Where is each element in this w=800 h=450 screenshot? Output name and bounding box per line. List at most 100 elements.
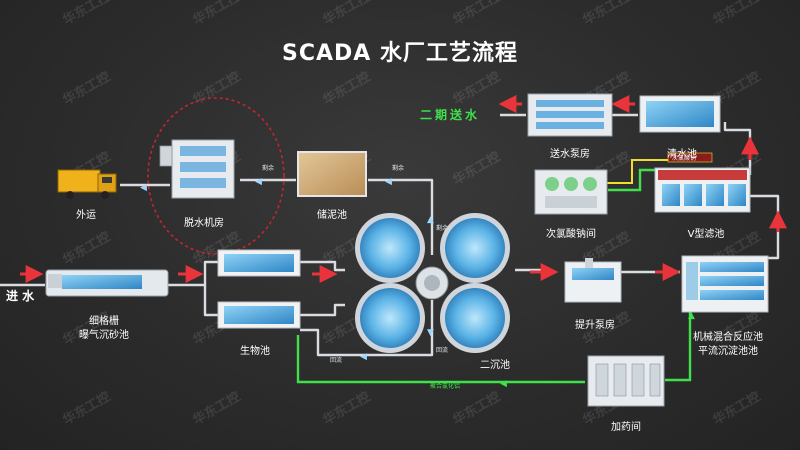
watermark-text: 华东工控 — [60, 389, 113, 429]
dewater-belt-2 — [180, 162, 226, 172]
label-screen-line2: 曝气沉砂池 — [79, 328, 129, 341]
pump-header-2 — [536, 111, 604, 118]
screen-inlet-box — [48, 274, 62, 288]
unit-clear-water[interactable]: 清水池 — [639, 95, 721, 160]
watermark-text: 华东工控 — [60, 309, 113, 349]
distribution-well-core — [424, 275, 440, 291]
watermark-text: 华东工控 — [60, 229, 113, 269]
unit-secondary-clarifier[interactable]: 二沉池 — [355, 213, 510, 371]
watermark-text: 华东工控 — [450, 389, 503, 429]
unit-mixing-sedimentation[interactable]: 机械混合反应池 平流沉淀池池 — [681, 255, 769, 357]
bio-tank-bottom-water — [224, 306, 294, 324]
dosing-tank-2 — [613, 363, 627, 397]
label-screen-line1: 细格栅 — [89, 314, 119, 327]
v-filter-gallery — [658, 170, 747, 180]
label-lift-pump: 提升泵房 — [575, 318, 615, 331]
v-filter-cell-3 — [706, 184, 724, 206]
bio-tank-top-water — [224, 254, 294, 272]
unit-dewatering[interactable]: 脱水机房 — [159, 139, 235, 229]
pipe-direction-markers: ◀ ◀ ◀ ▲ ◀ ▼ ▲ ◀ — [140, 177, 695, 389]
unit-lift-pump[interactable]: 提升泵房 — [564, 258, 622, 331]
clarifier-3 — [360, 288, 420, 348]
clarifier-1 — [360, 218, 420, 278]
dewater-belt-1 — [180, 146, 226, 156]
unit-v-filter[interactable]: V型滤池 — [654, 167, 751, 240]
pipe-clarifier-sludge — [368, 178, 434, 255]
hypochlorite-tag-bg — [667, 152, 713, 163]
marker-7: ▲ — [688, 311, 695, 321]
unit-pump-house[interactable]: 送水泵房 — [527, 93, 613, 160]
flow-arrows — [20, 95, 787, 283]
label-mixing-line1: 机械混合反应池 — [693, 330, 763, 343]
sludge-tank-basin — [297, 151, 367, 197]
pipe-return-sludge — [300, 300, 434, 357]
label-outlet: 二期送水 — [420, 107, 480, 122]
unit-sludge-tank[interactable]: 储泥池 — [297, 151, 367, 221]
unit-hypochlorite-room[interactable]: 次氯酸钠间 — [534, 169, 608, 240]
watermark-text: 华东工控 — [450, 69, 503, 109]
truck-wheel-2 — [101, 191, 109, 199]
pipe-mixing-vfilter — [750, 194, 780, 260]
label-dewatering: 脱水机房 — [184, 216, 224, 229]
unit-transport[interactable]: 外运 — [57, 169, 117, 221]
label-return-1: 回流 — [330, 356, 342, 364]
highlight-ring — [147, 97, 285, 255]
clarifier-4 — [445, 288, 505, 348]
dosing-tank-1 — [595, 363, 609, 397]
label-secondary-clarifier: 二沉池 — [480, 358, 510, 371]
pipe-bio-top-out — [300, 260, 345, 272]
pipe-screen-bio-top — [168, 260, 218, 287]
label-mixing-line2: 平流沉淀池池 — [698, 344, 758, 357]
truck-body — [57, 169, 101, 193]
marker-1: ◀ — [140, 183, 147, 193]
clear-water-surface — [646, 101, 714, 127]
truck-window — [102, 177, 112, 183]
dosing-pipes — [296, 168, 692, 384]
pump-header-1 — [536, 100, 604, 107]
watermark-text: 华东工控 — [190, 0, 243, 28]
marker-6: ▼ — [427, 328, 434, 338]
label-clear-water: 清水池 — [667, 147, 697, 160]
label-v-filter: V型滤池 — [688, 227, 725, 240]
unit-dosing[interactable]: 加药间 — [587, 355, 665, 433]
watermark-text: 华东工控 — [580, 0, 633, 28]
page-title: SCADA 水厂工艺流程 — [282, 40, 518, 66]
label-pac-pipe: 聚合氯化铝 — [430, 382, 460, 390]
mixing-lane-1 — [700, 262, 764, 272]
pipe-pac-bio — [296, 335, 585, 384]
label-pump-house: 送水泵房 — [550, 147, 590, 160]
dewater-tank — [159, 145, 173, 167]
lift-pump — [585, 258, 593, 268]
mixing-lane-2 — [700, 276, 764, 286]
lift-well — [572, 268, 614, 280]
watermark-text: 华东工控 — [710, 0, 763, 28]
pipe-hypochlorite — [608, 168, 655, 192]
watermark-text: 华东工控 — [320, 69, 373, 109]
watermark-text: 华东工控 — [320, 0, 373, 28]
watermark-text: 华东工控 — [190, 389, 243, 429]
mixing-lane-3 — [700, 290, 764, 300]
pipe-screen-bio-bottom — [203, 285, 218, 317]
hypochlorite-tank-1 — [545, 177, 559, 191]
label-dosing: 加药间 — [611, 420, 641, 433]
truck-wheel-1 — [66, 191, 74, 199]
label-sludge-tank: 储泥池 — [317, 208, 347, 221]
hypochlorite-tank-3 — [583, 177, 597, 191]
pipe-hypochlorite-yellow — [605, 159, 680, 184]
watermark-text: 华东工控 — [60, 0, 113, 28]
v-filter-cell-2 — [684, 184, 702, 206]
label-return-2: 回流 — [436, 346, 448, 354]
unit-bio-tanks[interactable]: 生物池 — [217, 249, 301, 357]
unit-screen-grit[interactable]: 细格栅 曝气沉砂池 — [45, 269, 169, 341]
label-hypochlorite-pipe: 次氯酸钠 — [672, 154, 696, 162]
dewater-belt-3 — [180, 178, 226, 188]
main-pipes — [0, 113, 780, 357]
watermark-text: 华东工控 — [60, 69, 113, 109]
pump-header-3 — [536, 122, 604, 129]
marker-3: ◀ — [385, 177, 392, 187]
marker-8: ◀ — [500, 379, 507, 389]
label-transport: 外运 — [76, 209, 96, 221]
label-surplus-1: 剩余 — [262, 164, 274, 172]
